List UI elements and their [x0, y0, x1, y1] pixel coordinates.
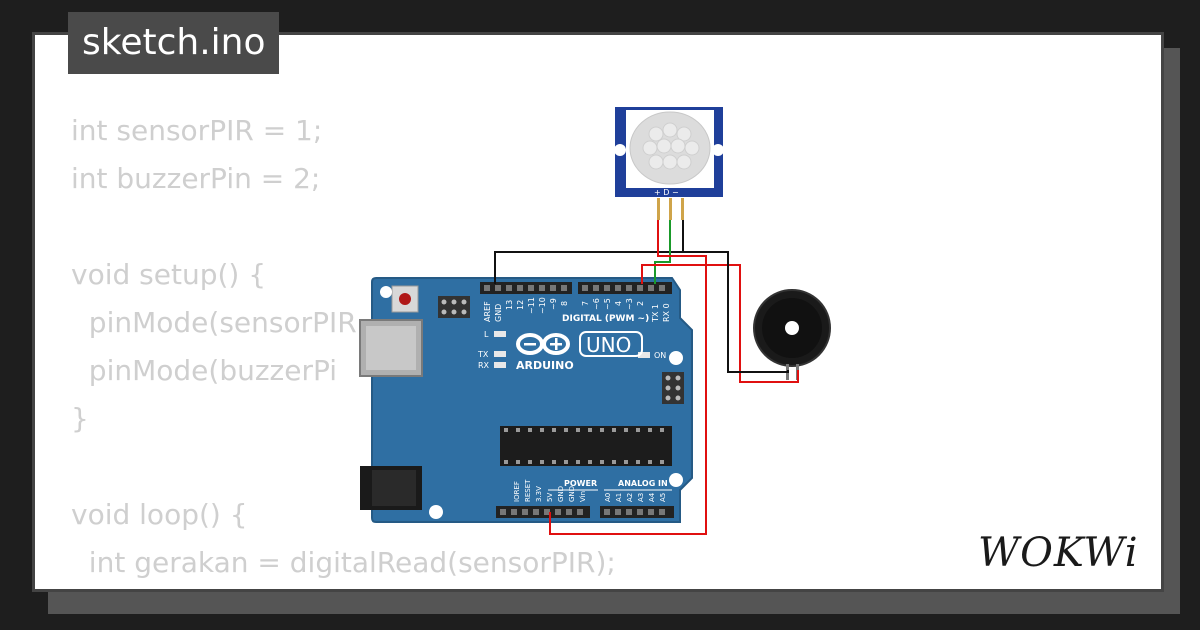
mounting-hole [429, 505, 443, 519]
pin-label: ~5 [603, 298, 612, 310]
analog-label: ANALOG IN [618, 479, 668, 488]
pin-label: ~11 [527, 297, 536, 314]
pin-label: A5 [659, 493, 667, 502]
pin-label: ~3 [625, 298, 634, 310]
led-on [638, 352, 650, 358]
code-line: int sensorPIR = 1; [71, 114, 323, 147]
code-editor: int sensorPIR = 1; int buzzerPin = 2; void… [71, 107, 771, 587]
code-line: } [71, 402, 89, 435]
mounting-hole [380, 286, 392, 298]
code-line: void setup() { [71, 258, 267, 291]
pin-label: IOREF [513, 481, 521, 502]
pin-label: 12 [516, 300, 525, 310]
pin-label: GND [494, 304, 503, 322]
led-tx-label: TX [477, 350, 489, 359]
mounting-hole [669, 473, 683, 487]
led-rx [494, 362, 506, 368]
pin-label: A0 [604, 493, 612, 502]
microcontroller-chip [500, 426, 672, 466]
power-header [496, 506, 590, 518]
code-line: void loop() { [71, 498, 248, 531]
mounting-hole [669, 351, 683, 365]
code-line: pinMode(buzzerPi [71, 354, 338, 387]
wokwi-logo: WOKWi [978, 530, 1139, 576]
pin-label: A2 [626, 493, 634, 502]
pin-label: Vin [579, 491, 587, 502]
pin-label: A3 [637, 493, 645, 502]
pin-label: AREF [483, 301, 492, 322]
led-l [494, 331, 506, 337]
file-tab-title: sketch.ino [82, 22, 266, 63]
board-model: UNO [586, 333, 631, 357]
icsp-header [438, 296, 470, 318]
pin-label: GND [557, 486, 565, 502]
digital-header-left [480, 282, 572, 294]
wire-black [683, 251, 789, 373]
pin-label: ~10 [538, 297, 547, 314]
wires [494, 220, 799, 535]
pin-label: 5V [546, 493, 554, 502]
pir-pin-labels: + D − [654, 188, 679, 197]
pin-label: 4 [614, 301, 623, 306]
wire-black [494, 220, 684, 284]
pin-label: A1 [615, 493, 623, 502]
buzzer[interactable] [753, 289, 831, 380]
led-rx-label: RX [478, 361, 490, 370]
code-line: pinMode(sensorPIR [71, 306, 357, 339]
led-on-label: ON [654, 351, 666, 360]
pin-label: ~6 [592, 298, 601, 310]
led-l-label: L [484, 330, 489, 339]
pin-label: ~9 [549, 298, 558, 310]
pin-label: RESET [524, 479, 532, 502]
led-tx [494, 351, 506, 357]
pin-label: 2 [636, 301, 645, 306]
icsp-header-right [662, 372, 684, 404]
file-tab[interactable]: sketch.ino [68, 12, 280, 74]
digital-header-right [578, 282, 672, 294]
pin-label: 13 [505, 300, 514, 310]
pin-label: A4 [648, 492, 656, 502]
arduino-logo-icon [516, 333, 570, 355]
wire-red [641, 264, 799, 383]
code-line: int gerakan = digitalRead(sensorPIR); [71, 546, 616, 579]
pin-label: 8 [560, 301, 569, 306]
pin-label: 3.3V [535, 486, 543, 502]
wire-green [654, 220, 671, 284]
arduino-uno-board[interactable]: AREF GND 13 12 ~11 ~10 ~9 8 7 ~6 ~5 4 ~3… [359, 277, 693, 523]
power-label: POWER [564, 479, 597, 488]
pin-label: TX 1 [651, 304, 660, 323]
pir-motion-sensor[interactable]: + D − [613, 105, 725, 220]
wire-red [549, 220, 707, 535]
digital-label: DIGITAL (PWM ~) [562, 314, 649, 324]
pin-label: RX 0 [662, 303, 671, 322]
wokwi-logo-text: WOKWi [978, 530, 1139, 576]
board-brand: ARDUINO [516, 359, 574, 372]
pin-label: 7 [581, 301, 590, 306]
code-line: int buzzerPin = 2; [71, 162, 321, 195]
pin-label: GND [568, 486, 576, 502]
